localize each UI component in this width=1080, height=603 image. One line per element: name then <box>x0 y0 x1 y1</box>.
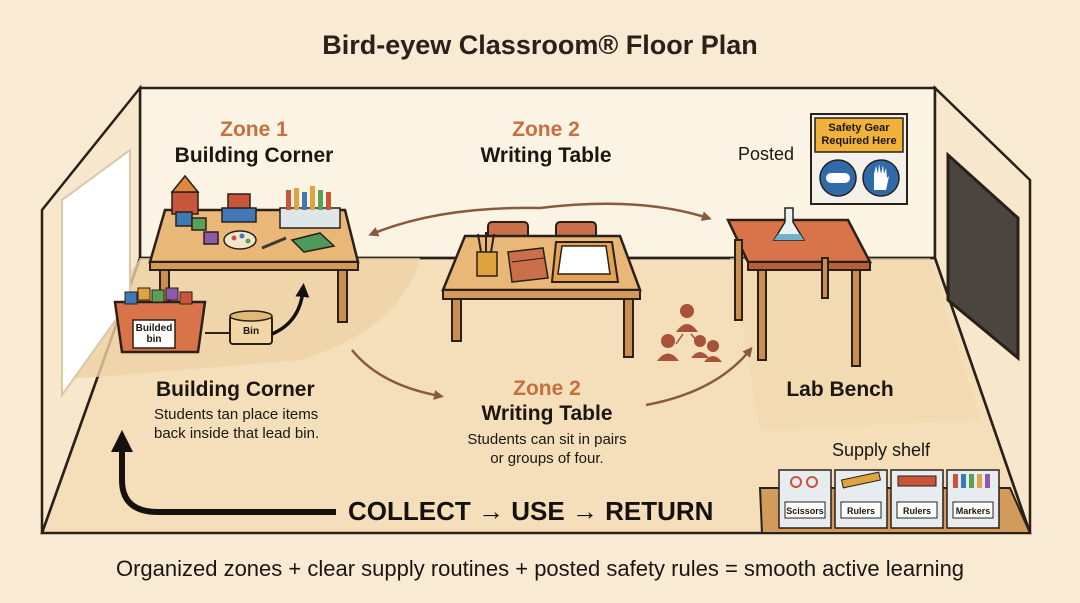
cycle-arrow <box>111 430 336 515</box>
arrow-writing-to-lab <box>539 202 712 221</box>
footer-summary: Organized zones + clear supply routines … <box>115 556 965 581</box>
building-corner-description: Students tan place items back inside tha… <box>154 406 320 442</box>
lab-bench-heading: Lab Bench <box>786 378 894 401</box>
zone1-number: Zone 1 <box>220 118 288 141</box>
arrow-writing-to-building <box>368 206 541 237</box>
builded-bin-label: Builded bin <box>135 323 173 345</box>
zone1-name: Building Corner <box>174 144 334 167</box>
safety-sign <box>810 113 908 205</box>
writing-table <box>441 221 642 358</box>
lab-bench <box>726 207 873 367</box>
student-group-icon <box>657 304 722 362</box>
supply-shelf-label: Supply shelf <box>832 440 931 460</box>
collect-use-return-text: COLLECT → USE → RETURN <box>348 496 714 526</box>
zone2-name-bottom: Writing Table <box>481 402 613 425</box>
arrow-writing-to-lab-bottom <box>645 346 753 407</box>
building-corner-heading: Building Corner <box>156 378 315 401</box>
zone2-number-top: Zone 2 <box>512 118 580 141</box>
safety-sign-text: Safety Gear Required Here <box>821 122 897 147</box>
writing-table-description: Students can sit in pairs or groups of f… <box>467 431 627 467</box>
arrow-building-to-writing <box>351 349 444 400</box>
supply-bin-label: Rulers <box>902 506 931 516</box>
zone2-name-top: Writing Table <box>480 144 612 167</box>
supply-bin-label: Scissors <box>786 506 824 516</box>
page-title: Bird-eyew Classroom® Floor Plan <box>322 30 758 60</box>
supply-bin-label: Markers <box>955 506 991 516</box>
small-bin-label: Bin <box>242 326 260 337</box>
builded-bin <box>113 287 207 354</box>
supply-bin-1 <box>778 469 832 529</box>
small-bin <box>229 310 273 345</box>
chalkboard <box>946 151 1020 362</box>
bin-to-table-arrow <box>271 283 310 336</box>
supply-shelf <box>758 469 1032 534</box>
zone2-number-bottom: Zone 2 <box>513 377 581 400</box>
posted-label: Posted <box>738 144 795 164</box>
supply-bin-label: Rulers <box>846 506 875 516</box>
